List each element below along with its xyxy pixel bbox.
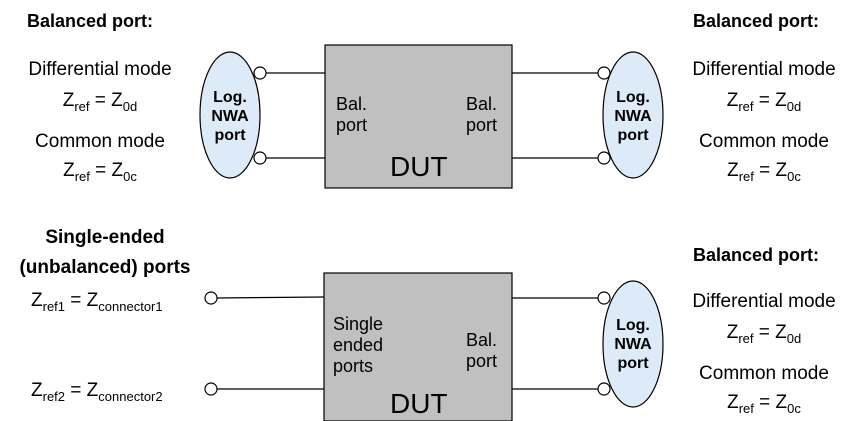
- top-left-heading: Balanced port:: [27, 11, 154, 31]
- bottom-right-heading: Balanced port:: [693, 245, 820, 265]
- bottom-dut-right-port-label: Bal.port: [466, 330, 498, 371]
- top-right-nwa-ellipse: [602, 51, 664, 179]
- top-right-common-label: Common mode: [699, 131, 829, 152]
- top-left-nwa-ellipse: [199, 51, 261, 179]
- top-right-diff-z: Zref = Z0d: [726, 90, 802, 114]
- bottom-left-heading-line1: Single-ended: [45, 227, 165, 248]
- top-dut-label: DUT: [390, 151, 448, 182]
- bottom-right-common-z: Zref = Z0c: [727, 392, 801, 416]
- top-left-common-label: Common mode: [35, 131, 165, 152]
- bottom-right-diff-z: Zref = Z0d: [726, 322, 802, 346]
- top-left-lower-terminal: [253, 151, 267, 165]
- top-right-lower-terminal: [597, 151, 611, 165]
- top-dut-left-port-label: Bal.port: [336, 94, 368, 135]
- bottom-left-z1: Zref1 = Zconnector1: [31, 290, 163, 314]
- bottom-right-nwa-ellipse: [602, 280, 664, 408]
- bottom-dut-label: DUT: [390, 388, 448, 419]
- top-right-common-z: Zref = Z0c: [727, 160, 801, 184]
- top-right-heading: Balanced port:: [693, 11, 820, 31]
- bottom-right-common-label: Common mode: [699, 363, 829, 384]
- bottom-right-upper-terminal: [597, 291, 611, 305]
- bottom-left-z2: Zref2 = Zconnector2: [31, 380, 163, 404]
- top-left-common-z: Zref = Z0c: [63, 160, 137, 184]
- bottom-dut-box: [323, 272, 513, 421]
- top-right-upper-terminal: [597, 66, 611, 80]
- bottom-right-lower-terminal: [597, 382, 611, 396]
- top-left-upper-terminal: [253, 66, 267, 80]
- top-left-diff-z: Zref = Z0d: [62, 90, 138, 114]
- top-dut-box: [324, 44, 513, 189]
- top-left-diff-label: Differential mode: [28, 59, 172, 80]
- bottom-left-upper-wire: [216, 296, 325, 299]
- bottom-right-diff-label: Differential mode: [692, 291, 836, 312]
- bottom-left-lower-terminal: [204, 382, 218, 396]
- top-dut-right-port-label: Bal.port: [466, 94, 498, 135]
- bottom-left-upper-terminal: [204, 291, 218, 305]
- bottom-left-heading-line2: (unbalanced) ports: [19, 257, 191, 278]
- top-right-diff-label: Differential mode: [692, 59, 836, 80]
